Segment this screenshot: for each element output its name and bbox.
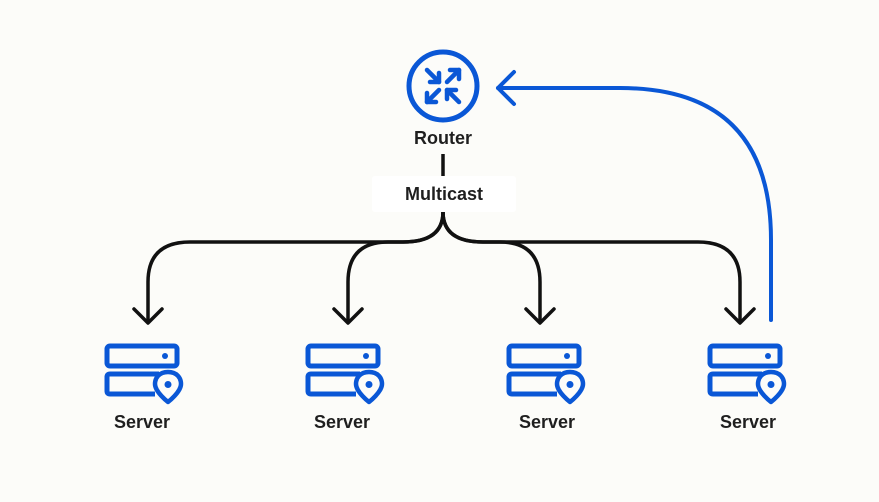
router-icon: [406, 49, 480, 123]
arrowhead-server-4: [724, 307, 756, 325]
branch-to-server-3: [441, 210, 542, 324]
server-label-1: Server: [113, 412, 171, 432]
multicast-branches: [132, 210, 756, 325]
arrowhead-server-2: [332, 307, 364, 325]
branch-to-server-2: [346, 210, 445, 324]
arrowhead-server-3: [524, 307, 556, 325]
branch-to-server-1: [146, 210, 445, 324]
branch-to-server-4: [441, 210, 742, 324]
server-icon-2: [308, 346, 382, 402]
arrowhead-server-1: [132, 307, 164, 325]
server-icon-3: [509, 346, 583, 402]
server-icon-4: [710, 346, 784, 402]
server-label-3: Server: [518, 412, 576, 432]
multicast-label: Multicast: [404, 183, 483, 204]
router-label: Router: [414, 128, 472, 148]
server-icon-1: [107, 346, 181, 402]
return-path-arrow: [496, 70, 773, 322]
multicast-label-box: Multicast: [372, 176, 516, 212]
server-label-2: Server: [313, 412, 371, 432]
server-label-4: Server: [719, 412, 777, 432]
